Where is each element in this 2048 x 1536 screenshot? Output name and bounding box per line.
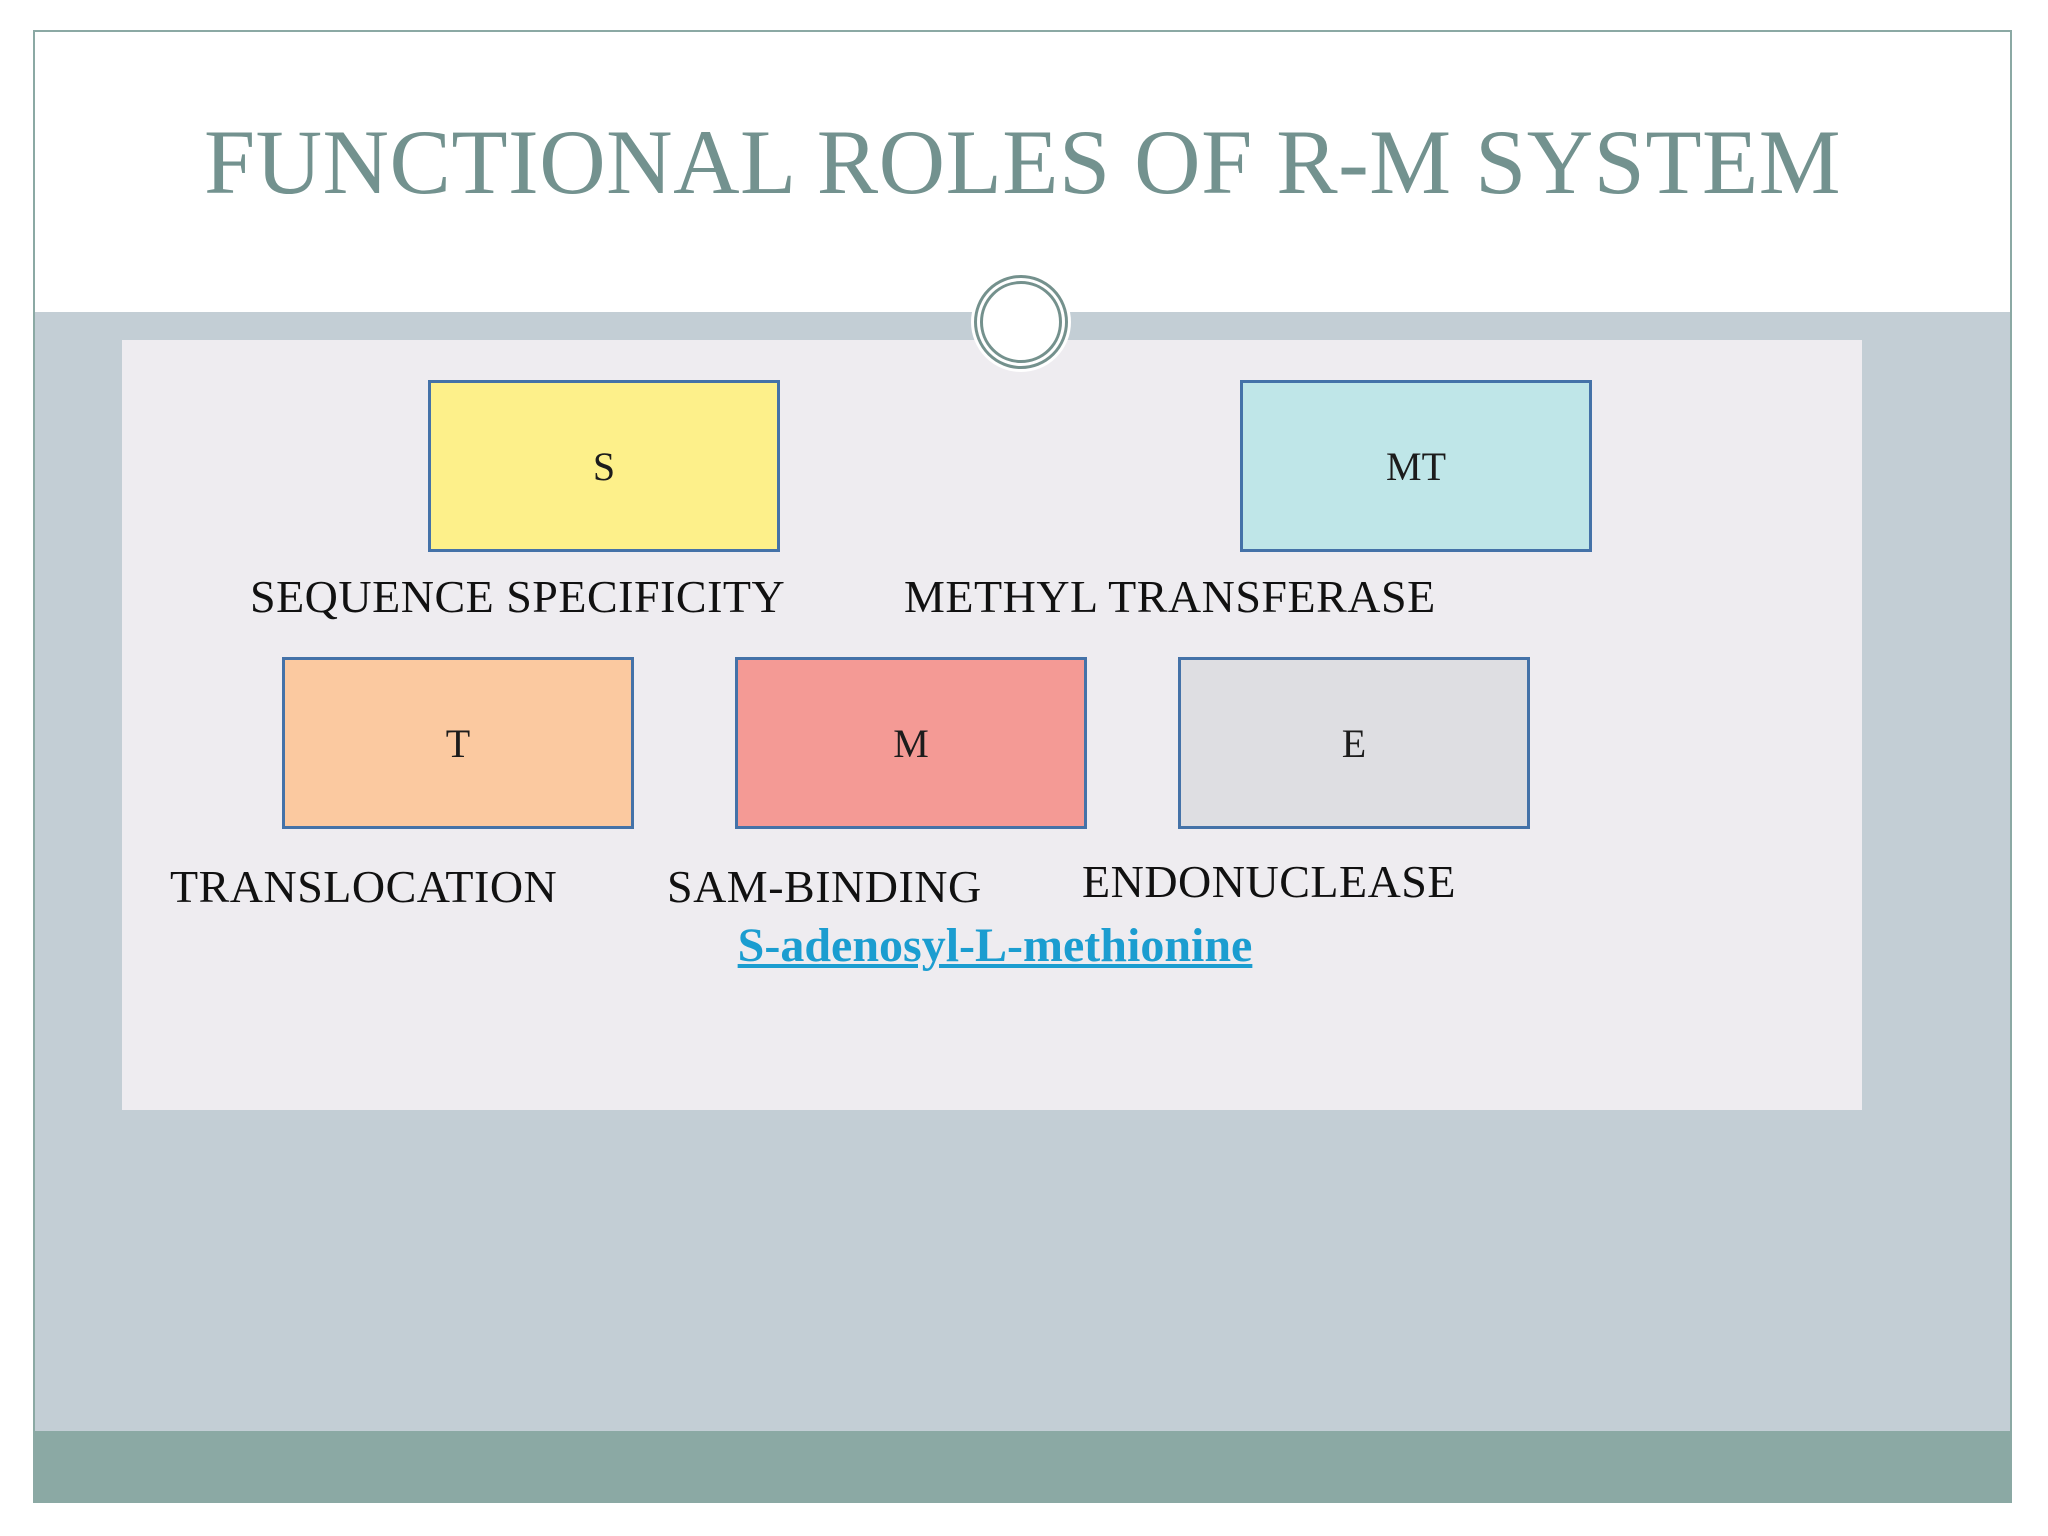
concept-box-t[interactable]: T [282,657,634,829]
slide: FUNCTIONAL ROLES OF R-M SYSTEM S MT SEQU… [33,30,2012,1503]
concept-box-m[interactable]: M [735,657,1087,829]
diagram-panel: S MT SEQUENCE SPECIFICITY METHYL TRANSFE… [122,340,1862,1110]
caption-endonuclease: ENDONUCLEASE [1082,856,1456,907]
ornament-ring-inner [979,281,1062,363]
caption-sam-binding: SAM-BINDING [667,861,982,912]
caption-translocation: TRANSLOCATION [170,861,558,912]
sam-definition-link[interactable]: S-adenosyl-L-methionine [737,919,1253,972]
concept-box-s[interactable]: S [428,380,780,552]
slide-body: S MT SEQUENCE SPECIFICITY METHYL TRANSFE… [35,312,2010,1501]
caption-methyl-transferase: METHYL TRANSFERASE [904,571,1436,622]
footer-band [35,1431,2010,1501]
caption-sequence-specificity: SEQUENCE SPECIFICITY [250,571,786,622]
concept-box-e[interactable]: E [1178,657,1530,829]
page-title: FUNCTIONAL ROLES OF R-M SYSTEM [203,111,1842,213]
double-circle-ornament-icon [970,272,1075,376]
title-band: FUNCTIONAL ROLES OF R-M SYSTEM [35,32,2010,312]
ornament-ring-middle [973,275,1068,369]
concept-box-mt[interactable]: MT [1240,380,1592,552]
